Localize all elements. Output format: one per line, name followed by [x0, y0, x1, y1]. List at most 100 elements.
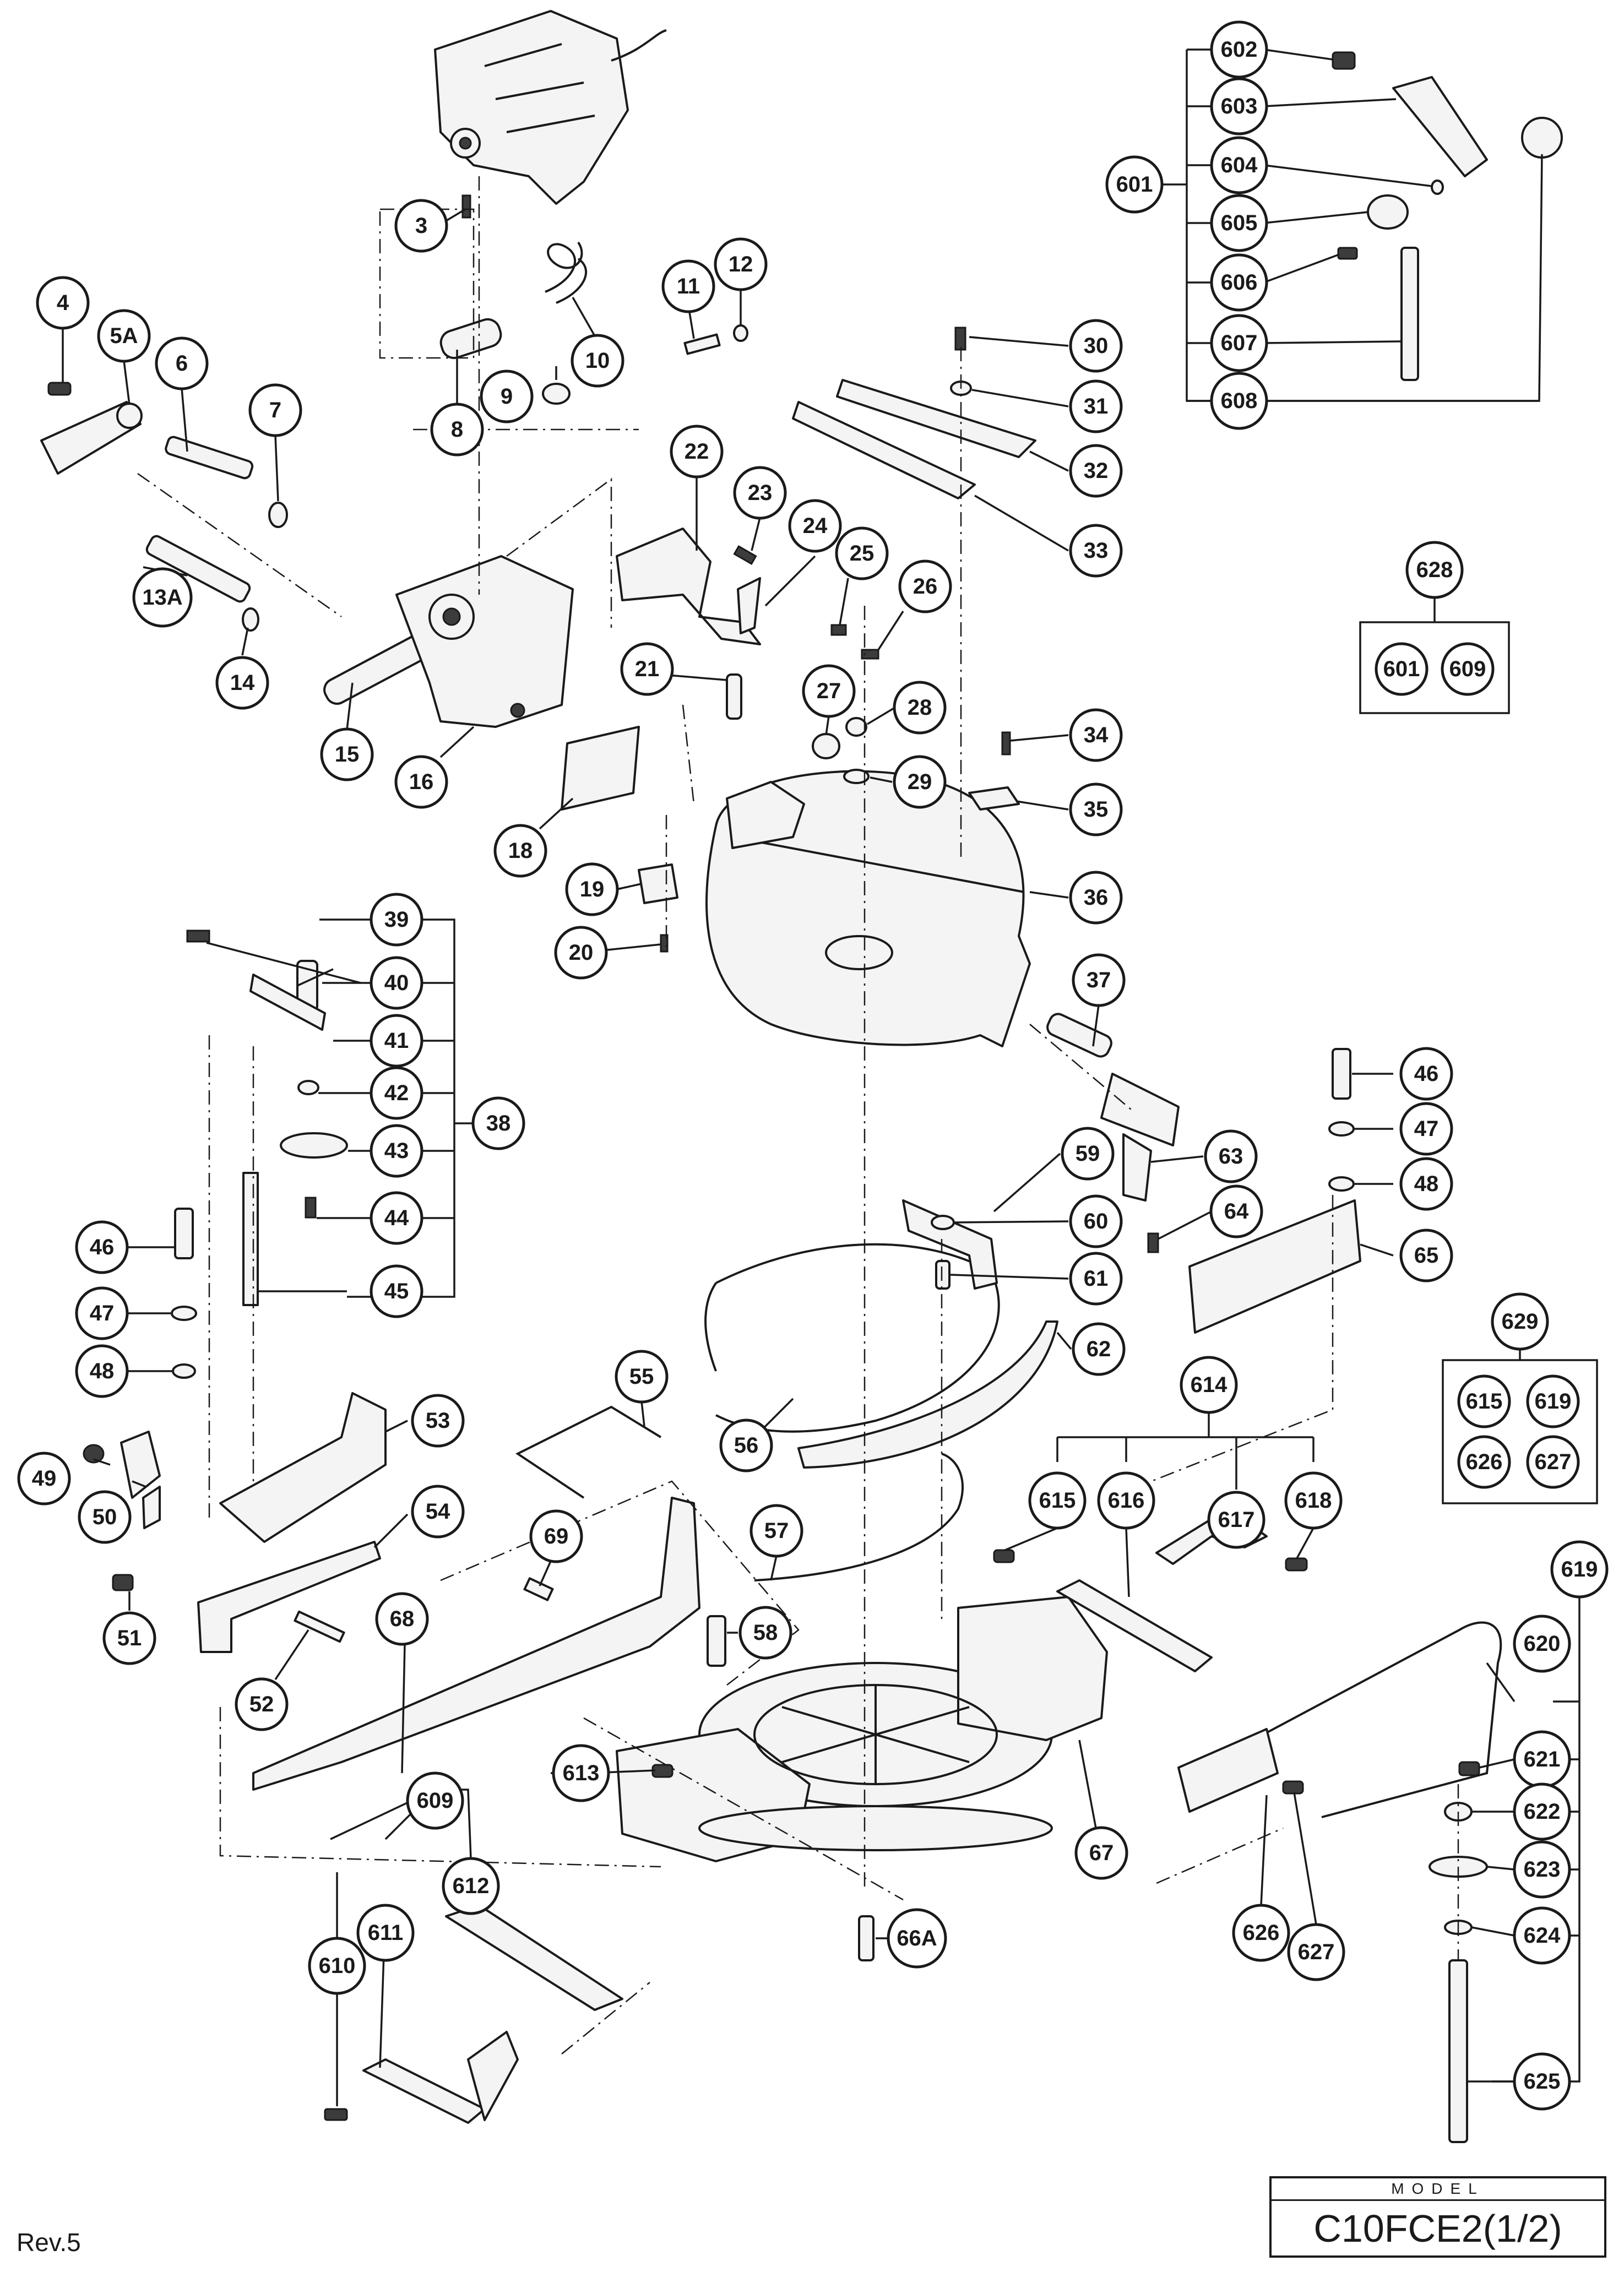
svg-text:61: 61	[1084, 1267, 1109, 1291]
svg-text:24: 24	[803, 514, 828, 538]
svg-text:624: 624	[1524, 1923, 1561, 1948]
svg-text:601: 601	[1116, 172, 1153, 197]
svg-text:30: 30	[1084, 334, 1109, 358]
callout-30: 30	[1069, 319, 1123, 373]
assembly-lines	[137, 176, 1459, 2054]
svg-text:22: 22	[685, 439, 709, 464]
svg-text:626: 626	[1466, 1450, 1503, 1474]
callout-56: 56	[719, 1418, 773, 1472]
kit-628-601: 601	[1375, 642, 1429, 696]
svg-text:627: 627	[1535, 1450, 1572, 1474]
callout-626: 626	[1232, 1904, 1290, 1962]
svg-text:47: 47	[90, 1301, 115, 1325]
svg-text:18: 18	[508, 839, 533, 863]
callout-46-left: 46	[75, 1220, 129, 1274]
svg-text:63: 63	[1219, 1144, 1243, 1168]
callout-59: 59	[1061, 1127, 1115, 1181]
svg-text:609: 609	[1449, 657, 1486, 681]
callout-629: 629	[1491, 1292, 1549, 1351]
callout-49: 49	[17, 1452, 71, 1505]
callout-3: 3	[394, 199, 448, 253]
svg-text:50: 50	[93, 1505, 117, 1529]
svg-text:48: 48	[90, 1359, 115, 1383]
callout-26: 26	[898, 559, 952, 613]
bracket-59	[902, 1199, 998, 1290]
callout-36: 36	[1069, 871, 1123, 925]
callout-621: 621	[1513, 1730, 1571, 1789]
svg-text:625: 625	[1524, 2069, 1561, 2094]
callout-5a: 5A	[97, 309, 151, 363]
svg-text:619: 619	[1535, 1389, 1572, 1414]
callout-7: 7	[248, 383, 302, 437]
svg-text:609: 609	[417, 1789, 454, 1813]
svg-text:3: 3	[415, 214, 427, 238]
callout-32: 32	[1069, 444, 1123, 498]
callout-60: 60	[1069, 1194, 1123, 1248]
svg-text:8: 8	[451, 417, 463, 442]
stud-625	[1448, 1959, 1468, 2143]
svg-text:608: 608	[1221, 389, 1258, 413]
callout-69: 69	[529, 1509, 583, 1563]
svg-text:29: 29	[908, 770, 932, 794]
callout-38: 38	[471, 1096, 525, 1150]
svg-text:626: 626	[1243, 1921, 1280, 1945]
svg-text:629: 629	[1502, 1309, 1539, 1334]
callout-19: 19	[565, 862, 619, 916]
svg-text:68: 68	[390, 1607, 415, 1631]
model-label: MODEL	[1272, 2178, 1604, 2201]
svg-text:603: 603	[1221, 94, 1258, 118]
svg-text:9: 9	[501, 384, 513, 409]
pin-607	[1400, 247, 1419, 381]
svg-text:13A: 13A	[142, 585, 182, 610]
callout-54: 54	[411, 1485, 465, 1539]
callout-47-left: 47	[75, 1286, 129, 1340]
svg-text:602: 602	[1221, 37, 1258, 62]
model-name: C10FCE2(1/2)	[1313, 2207, 1562, 2250]
svg-text:56: 56	[734, 1433, 759, 1458]
callout-602: 602	[1210, 20, 1268, 79]
spring	[545, 241, 583, 293]
callout-10: 10	[571, 334, 624, 388]
fence-65	[1188, 1199, 1361, 1334]
callout-21: 21	[620, 642, 674, 696]
svg-text:20: 20	[569, 941, 594, 965]
callout-53: 53	[411, 1394, 465, 1448]
callout-66a: 66A	[887, 1908, 947, 1969]
callout-52: 52	[235, 1677, 289, 1731]
callout-624: 624	[1513, 1906, 1571, 1965]
spring-wire-57	[754, 1453, 964, 1581]
svg-text:26: 26	[913, 574, 938, 599]
rail-616	[1056, 1579, 1213, 1672]
callout-25: 25	[835, 526, 889, 580]
svg-text:620: 620	[1524, 1632, 1561, 1656]
callout-601: 601	[1105, 155, 1164, 214]
kit-629-619: 619	[1526, 1374, 1580, 1428]
svg-text:27: 27	[817, 679, 841, 703]
callout-618: 618	[1284, 1471, 1343, 1530]
svg-text:31: 31	[1084, 394, 1109, 418]
callout-57: 57	[749, 1504, 803, 1558]
callout-37: 37	[1072, 953, 1126, 1007]
plate-33	[792, 401, 976, 499]
callout-50: 50	[78, 1490, 132, 1544]
kit-629-627: 627	[1526, 1435, 1580, 1489]
svg-text:11: 11	[677, 274, 700, 298]
svg-text:42: 42	[384, 1081, 409, 1105]
svg-text:47: 47	[1414, 1117, 1439, 1141]
callout-606: 606	[1210, 253, 1268, 312]
plate	[561, 726, 640, 811]
svg-text:44: 44	[384, 1206, 409, 1230]
svg-text:605: 605	[1221, 211, 1258, 235]
svg-text:616: 616	[1108, 1488, 1145, 1513]
callouts: 3 4 5A 6 7 8 9 10 11 12 13A 14 15 16 18 …	[17, 20, 1609, 2111]
svg-text:6: 6	[176, 351, 188, 376]
callout-45: 45	[370, 1264, 423, 1318]
revision-label: Rev.5	[17, 2228, 81, 2257]
plate-62	[797, 1320, 1058, 1469]
callout-13a: 13A	[132, 567, 193, 628]
svg-text:52: 52	[249, 1692, 274, 1716]
svg-text:53: 53	[426, 1409, 450, 1433]
rail-611	[362, 2058, 486, 2124]
bracket-54	[197, 1541, 381, 1653]
svg-text:43: 43	[384, 1139, 409, 1163]
